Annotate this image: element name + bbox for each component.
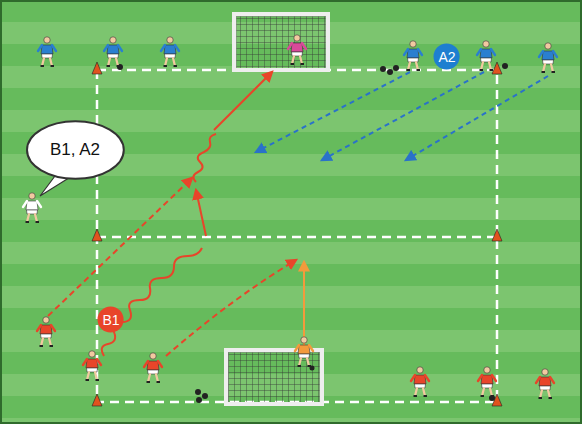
callout-number: B1 [102, 312, 119, 328]
callout-circle: A2 [434, 44, 459, 69]
speech-bubble: B1, A2 [25, 120, 126, 180]
speech-text: B1, A2 [43, 140, 107, 160]
callout-number: A2 [438, 49, 455, 65]
callout-circle: B1 [98, 307, 123, 332]
